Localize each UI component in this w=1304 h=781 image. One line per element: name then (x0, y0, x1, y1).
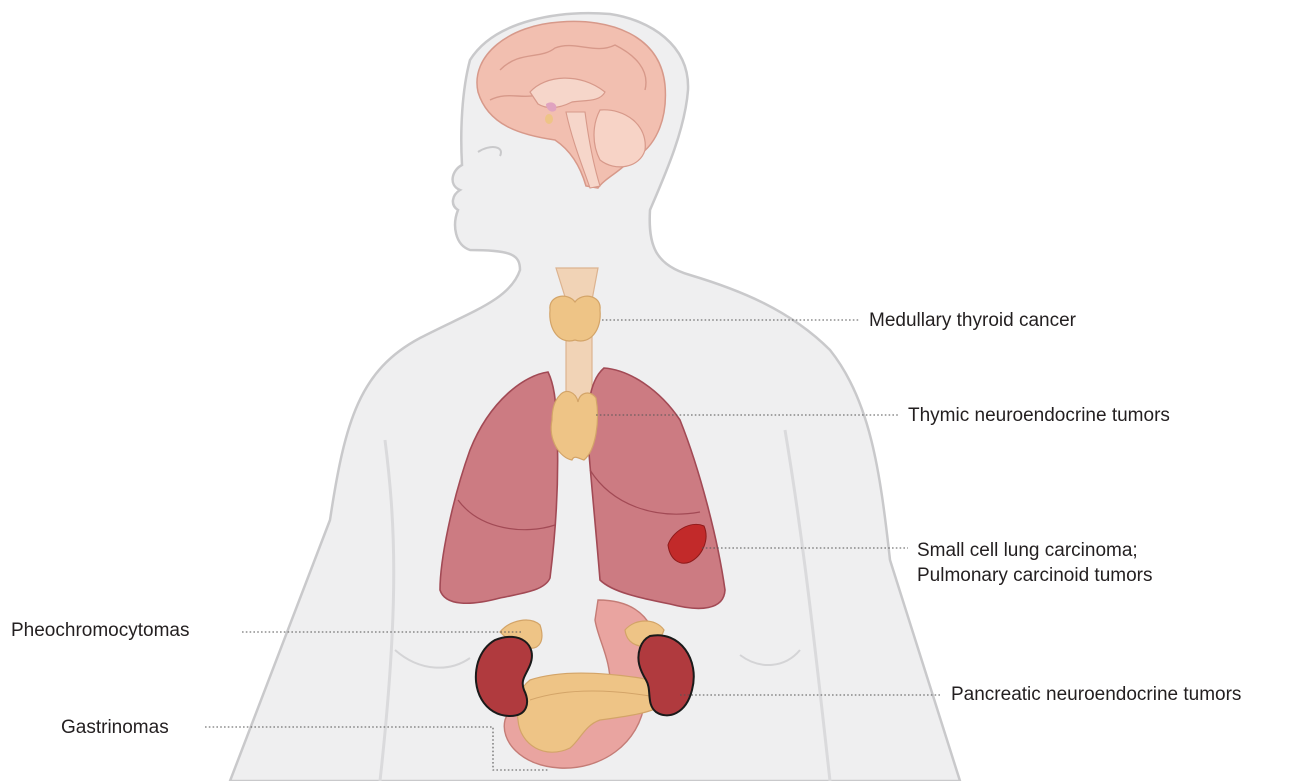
label-pheochromocytomas: Pheochromocytomas (11, 618, 189, 644)
label-medullary-thyroid-cancer: Medullary thyroid cancer (869, 308, 1076, 334)
label-pancreatic-neuroendocrine-tumors: Pancreatic neuroendocrine tumors (951, 682, 1241, 708)
thymus (551, 391, 597, 460)
label-thymic-neuroendocrine-tumors: Thymic neuroendocrine tumors (908, 403, 1170, 429)
label-gastrinomas: Gastrinomas (61, 715, 169, 741)
thyroid-gland (550, 296, 600, 341)
label-small-cell-lung-carcinoma: Small cell lung carcinoma; (917, 538, 1138, 564)
label-pulmonary-carcinoid-tumors: Pulmonary carcinoid tumors (917, 563, 1152, 589)
